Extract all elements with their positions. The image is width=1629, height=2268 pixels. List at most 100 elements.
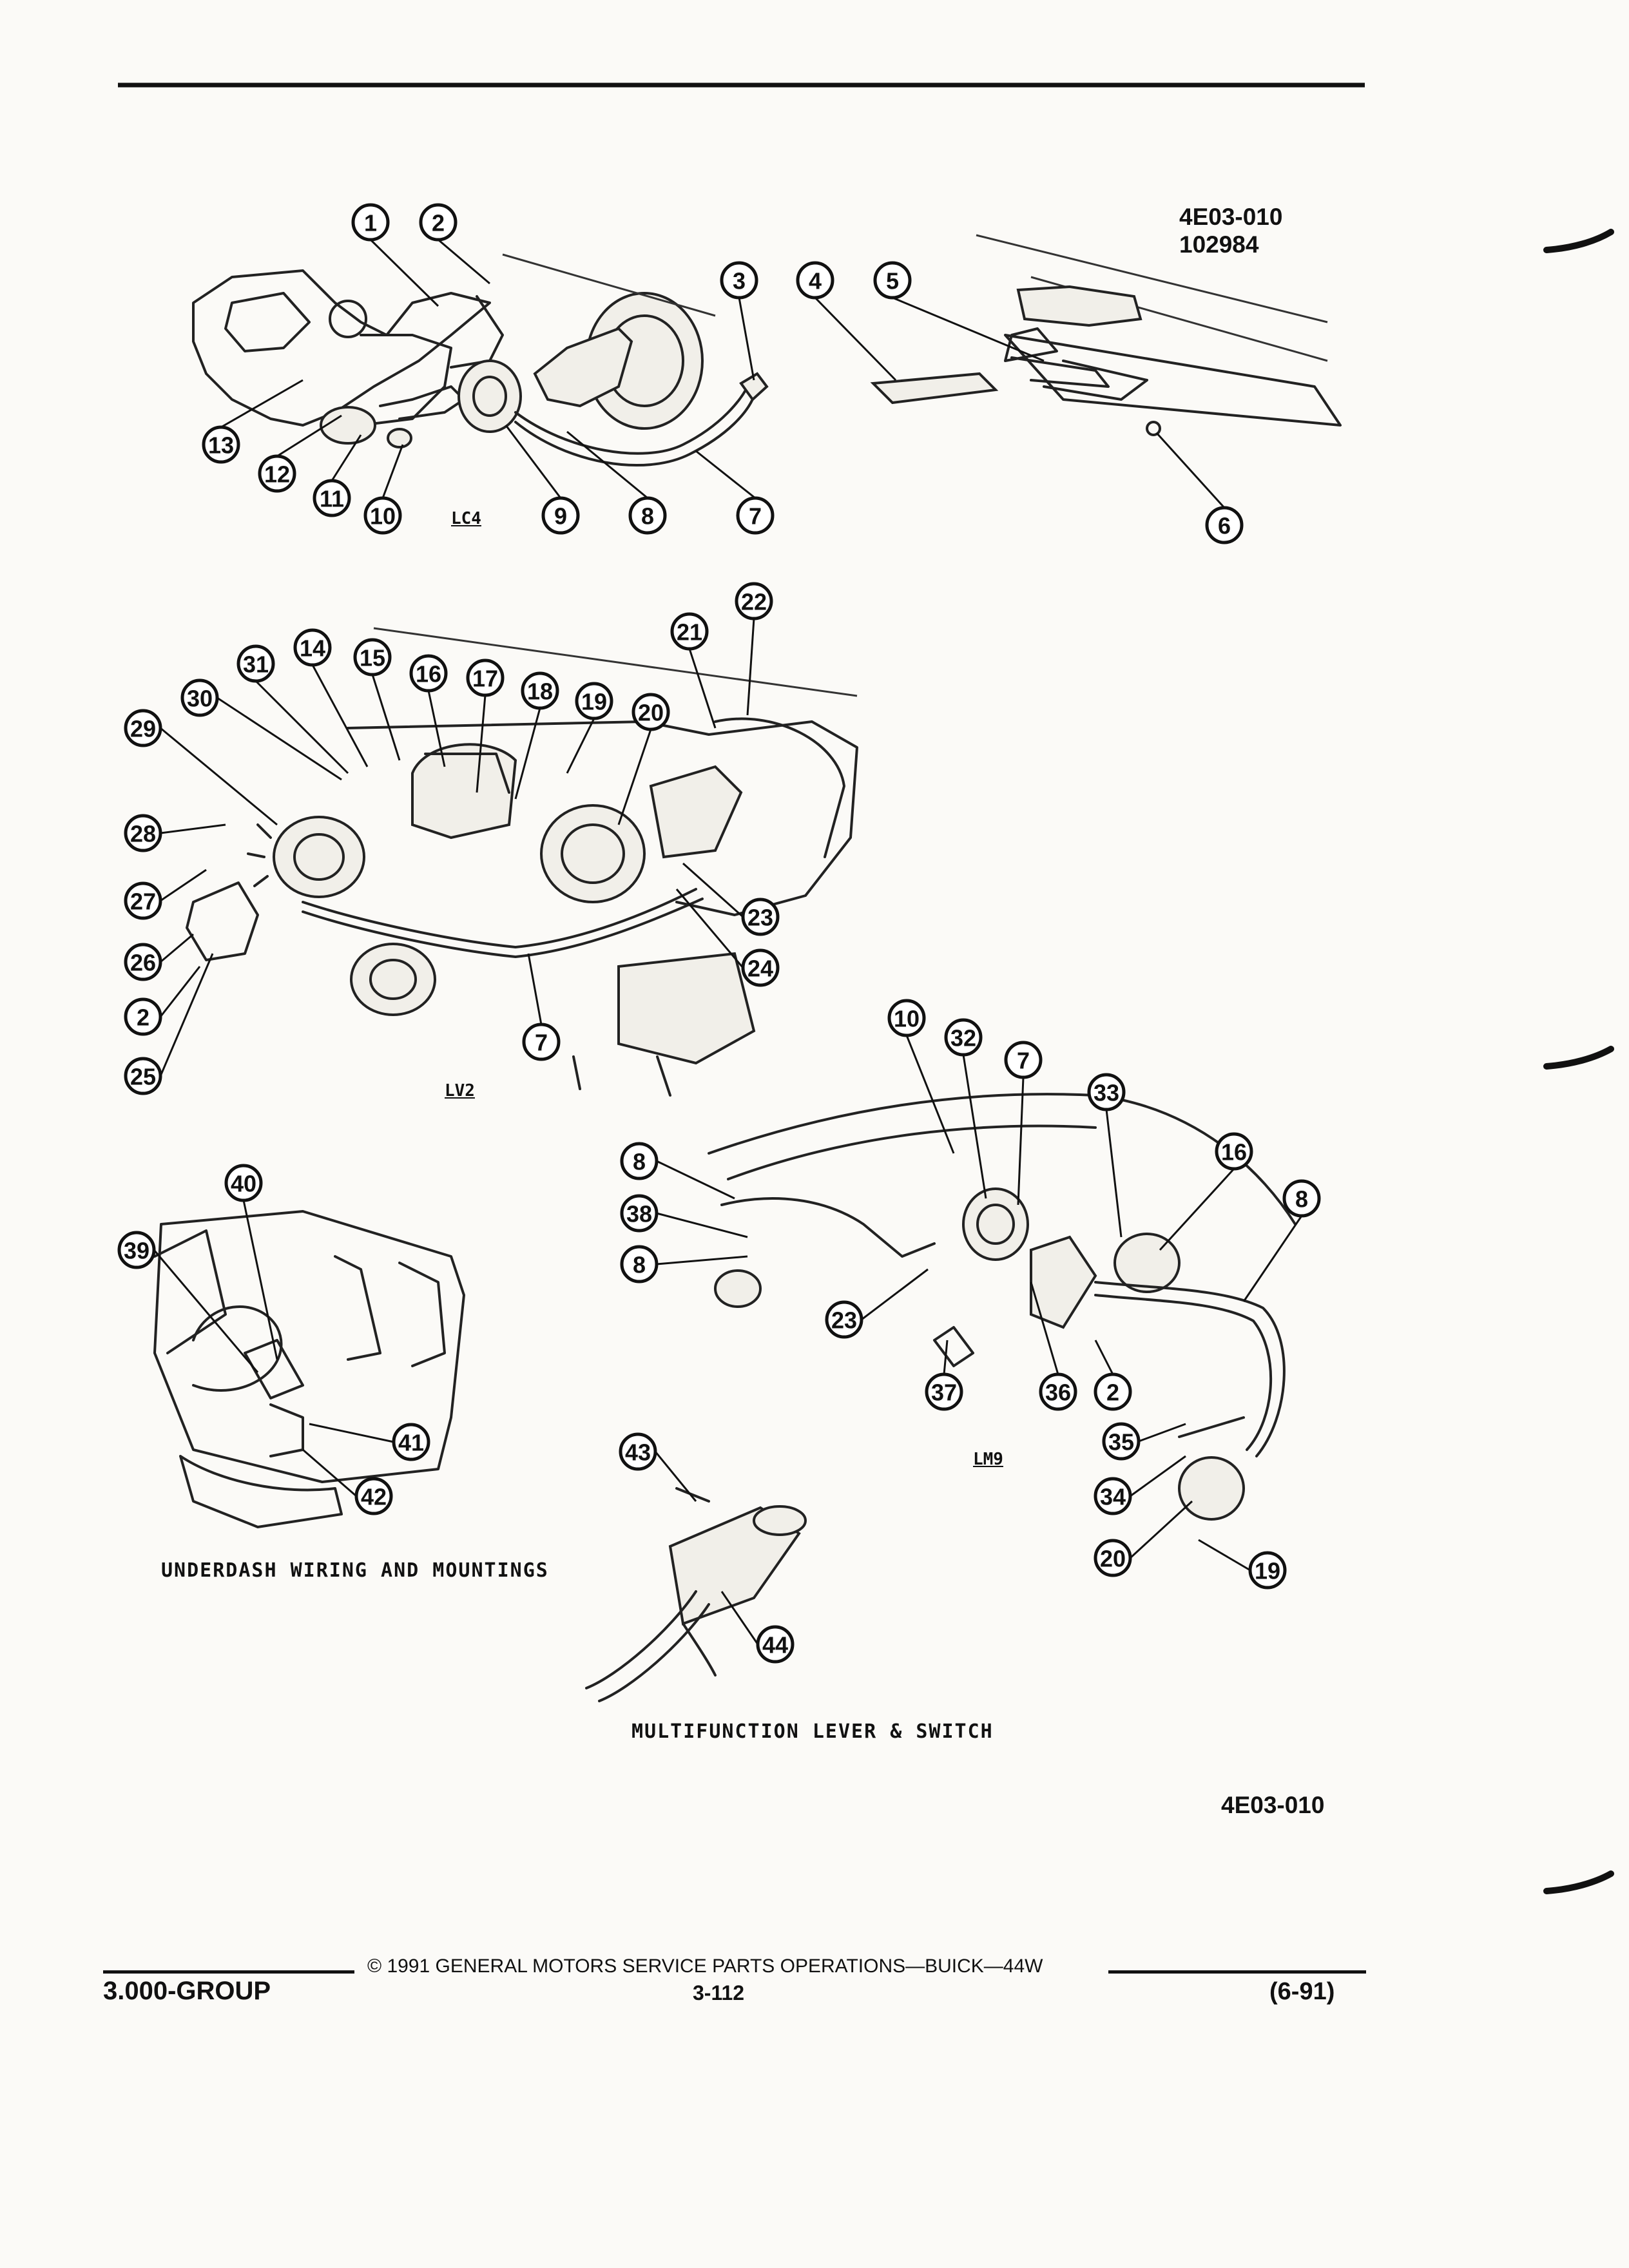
callout-16: 16	[409, 654, 448, 693]
figure-id-line-1: 4E03-010	[1179, 204, 1283, 230]
callout-circle	[392, 1423, 430, 1461]
callout-number: 23	[747, 905, 773, 931]
scan-mark	[1543, 1870, 1614, 1894]
callout-circle	[620, 1142, 659, 1180]
callout-43: 43	[619, 1432, 657, 1471]
callout-circle	[202, 425, 240, 464]
callout-number: 40	[231, 1171, 256, 1197]
callout-number: 29	[130, 716, 156, 742]
callout-19: 19	[1248, 1551, 1287, 1590]
callout-circle	[124, 943, 162, 981]
callout-number: 3	[733, 268, 746, 294]
callout-number: 16	[1221, 1139, 1247, 1166]
callout-circle	[741, 948, 780, 987]
callout-16: 16	[1215, 1132, 1253, 1171]
callout-circle	[1087, 1073, 1126, 1111]
callout-circle	[670, 612, 709, 651]
callout-5: 5	[873, 261, 912, 300]
callout-circle	[409, 654, 448, 693]
callout-number: 19	[581, 689, 607, 715]
callout-circle	[756, 1625, 795, 1664]
callout-number: 23	[831, 1307, 857, 1334]
callout-2: 2	[124, 997, 162, 1036]
callout-number: 8	[633, 1149, 646, 1175]
callout-circle	[741, 898, 780, 936]
footer-page-number: 3-112	[693, 1981, 745, 2004]
callout-circle	[1248, 1551, 1287, 1590]
callout-number: 8	[633, 1252, 646, 1278]
callout-19: 19	[575, 682, 613, 720]
callout-8: 8	[620, 1245, 659, 1283]
callout-number: 2	[432, 210, 445, 236]
callout-circle	[354, 1477, 393, 1515]
callout-10: 10	[887, 999, 926, 1037]
callout-circle	[1094, 1372, 1132, 1411]
callout-number: 7	[1017, 1048, 1030, 1074]
figure-id-line-2: 102984	[1179, 231, 1259, 258]
callout-circle	[541, 496, 580, 535]
callout-number: 19	[1255, 1558, 1280, 1584]
callout-circle	[466, 658, 505, 697]
callout-number: 34	[1100, 1484, 1126, 1510]
callout-circle	[1102, 1422, 1141, 1461]
callout-number: 4	[809, 268, 822, 294]
callout-number: 41	[398, 1430, 424, 1456]
callout-circle	[575, 682, 613, 720]
callout-circle	[124, 1057, 162, 1095]
callout-number: 28	[130, 821, 156, 847]
callout-number: 44	[762, 1632, 788, 1658]
callout-8: 8	[1282, 1179, 1321, 1218]
callout-number: 35	[1108, 1429, 1134, 1456]
leader-lines	[153, 238, 1303, 1645]
callout-12: 12	[258, 454, 296, 493]
callout-number: 14	[300, 635, 325, 662]
callout-number: 11	[320, 486, 344, 512]
callout-4: 4	[796, 261, 834, 300]
callout-36: 36	[1039, 1372, 1077, 1411]
callout-34: 34	[1094, 1477, 1132, 1515]
callout-circle	[1215, 1132, 1253, 1171]
callout-38: 38	[620, 1194, 659, 1233]
callout-number: 20	[1100, 1546, 1126, 1572]
footer-rule-left	[103, 1970, 354, 1974]
callout-number: 43	[625, 1439, 651, 1466]
callout-circle	[873, 261, 912, 300]
callout-circle	[736, 496, 775, 535]
callout-37: 37	[925, 1372, 963, 1411]
callout-number: 2	[137, 1004, 149, 1031]
callout-number: 1	[364, 210, 377, 236]
callout-42: 42	[354, 1477, 393, 1515]
callout-44: 44	[756, 1625, 795, 1664]
callout-number: 31	[243, 651, 269, 678]
callout-number: 36	[1045, 1379, 1071, 1406]
callout-7: 7	[522, 1023, 561, 1061]
callout-30: 30	[180, 678, 219, 717]
callout-number: 37	[931, 1379, 957, 1406]
callout-circle	[124, 997, 162, 1036]
callout-2: 2	[419, 203, 458, 242]
callout-circle	[293, 628, 332, 667]
callout-20: 20	[631, 693, 670, 731]
callout-26: 26	[124, 943, 162, 981]
callout-3: 3	[720, 261, 758, 300]
callout-number: 9	[554, 503, 567, 530]
callout-circle	[825, 1300, 863, 1339]
callout-number: 20	[638, 700, 664, 726]
callout-number: 39	[124, 1238, 149, 1264]
callout-number: 22	[741, 589, 767, 615]
callout-23: 23	[825, 1300, 863, 1339]
callout-number: 10	[894, 1006, 920, 1032]
callout-number: 42	[361, 1484, 387, 1510]
callout-number: 25	[130, 1064, 156, 1090]
callout-number: 5	[886, 268, 899, 294]
callout-number: 13	[208, 432, 234, 459]
callout-10: 10	[363, 496, 402, 535]
multifunction-lever-drawing	[585, 1487, 807, 1702]
callout-number: 8	[641, 503, 654, 530]
footer-rule-right	[1108, 1970, 1366, 1974]
underdash-drawing	[153, 1210, 465, 1528]
callout-17: 17	[466, 658, 505, 697]
callout-1: 1	[351, 203, 390, 242]
callout-number: 33	[1094, 1080, 1119, 1106]
